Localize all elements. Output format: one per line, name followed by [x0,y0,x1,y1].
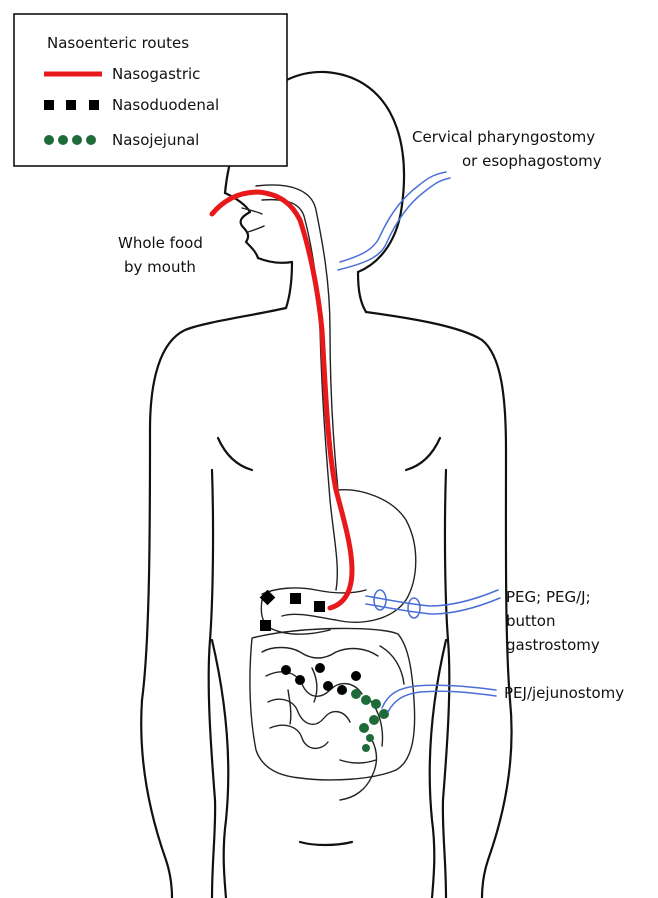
nasojejunal-dot [371,699,381,709]
nasojejunal-dot [359,723,369,733]
nasoduodenal-swatch [44,100,99,110]
legend-item-nasojejunal: Nasojejunal [112,131,199,149]
nasoduodenal-square [314,601,325,612]
nasojejunal-dot [362,744,370,752]
legend-title: Nasoenteric routes [47,34,189,52]
nasoduodenal-square [260,620,271,631]
black-dot [337,685,347,695]
nasojejunal-markers [351,689,389,752]
nasoduodenal-square [290,593,301,604]
peg-tube [366,590,500,618]
legend-item-nasogastric: Nasogastric [112,65,200,83]
legend: Nasoenteric routes Nasogastric Nasoduode… [14,14,287,166]
black-dot [281,665,291,675]
esophagus [256,185,338,500]
peg-label-line3: gastrostomy [506,636,600,654]
stomach [261,490,415,635]
cervical-label-line2: or esophagostomy [462,152,602,170]
nasojejunal-dot [351,689,361,699]
cervical-ostomy-tube [338,172,450,270]
peg-label-line1: PEG; PEG/J; [506,588,591,606]
whole-food-label-line1: Whole food [118,234,203,252]
intestines [250,628,415,800]
body-outline [141,72,511,898]
black-dot [315,663,325,673]
pej-tube [382,685,496,712]
nasojejunal-dot [366,734,374,742]
cervical-label-line1: Cervical pharyngostomy [412,128,595,146]
whole-food-label-line2: by mouth [124,258,196,276]
nasojejunal-dot [369,715,379,725]
pej-label: PEJ/jejunostomy [504,684,624,702]
nasojejunal-dot [379,709,389,719]
black-dot [295,675,305,685]
legend-item-nasoduodenal: Nasoduodenal [112,96,219,114]
black-dot [351,671,361,681]
peg-label-line2: button [506,612,555,630]
black-dot [323,681,333,691]
nasoduodenal-markers [260,590,325,631]
nasojejunal-dot [361,695,371,705]
black-dot-markers [281,663,361,695]
